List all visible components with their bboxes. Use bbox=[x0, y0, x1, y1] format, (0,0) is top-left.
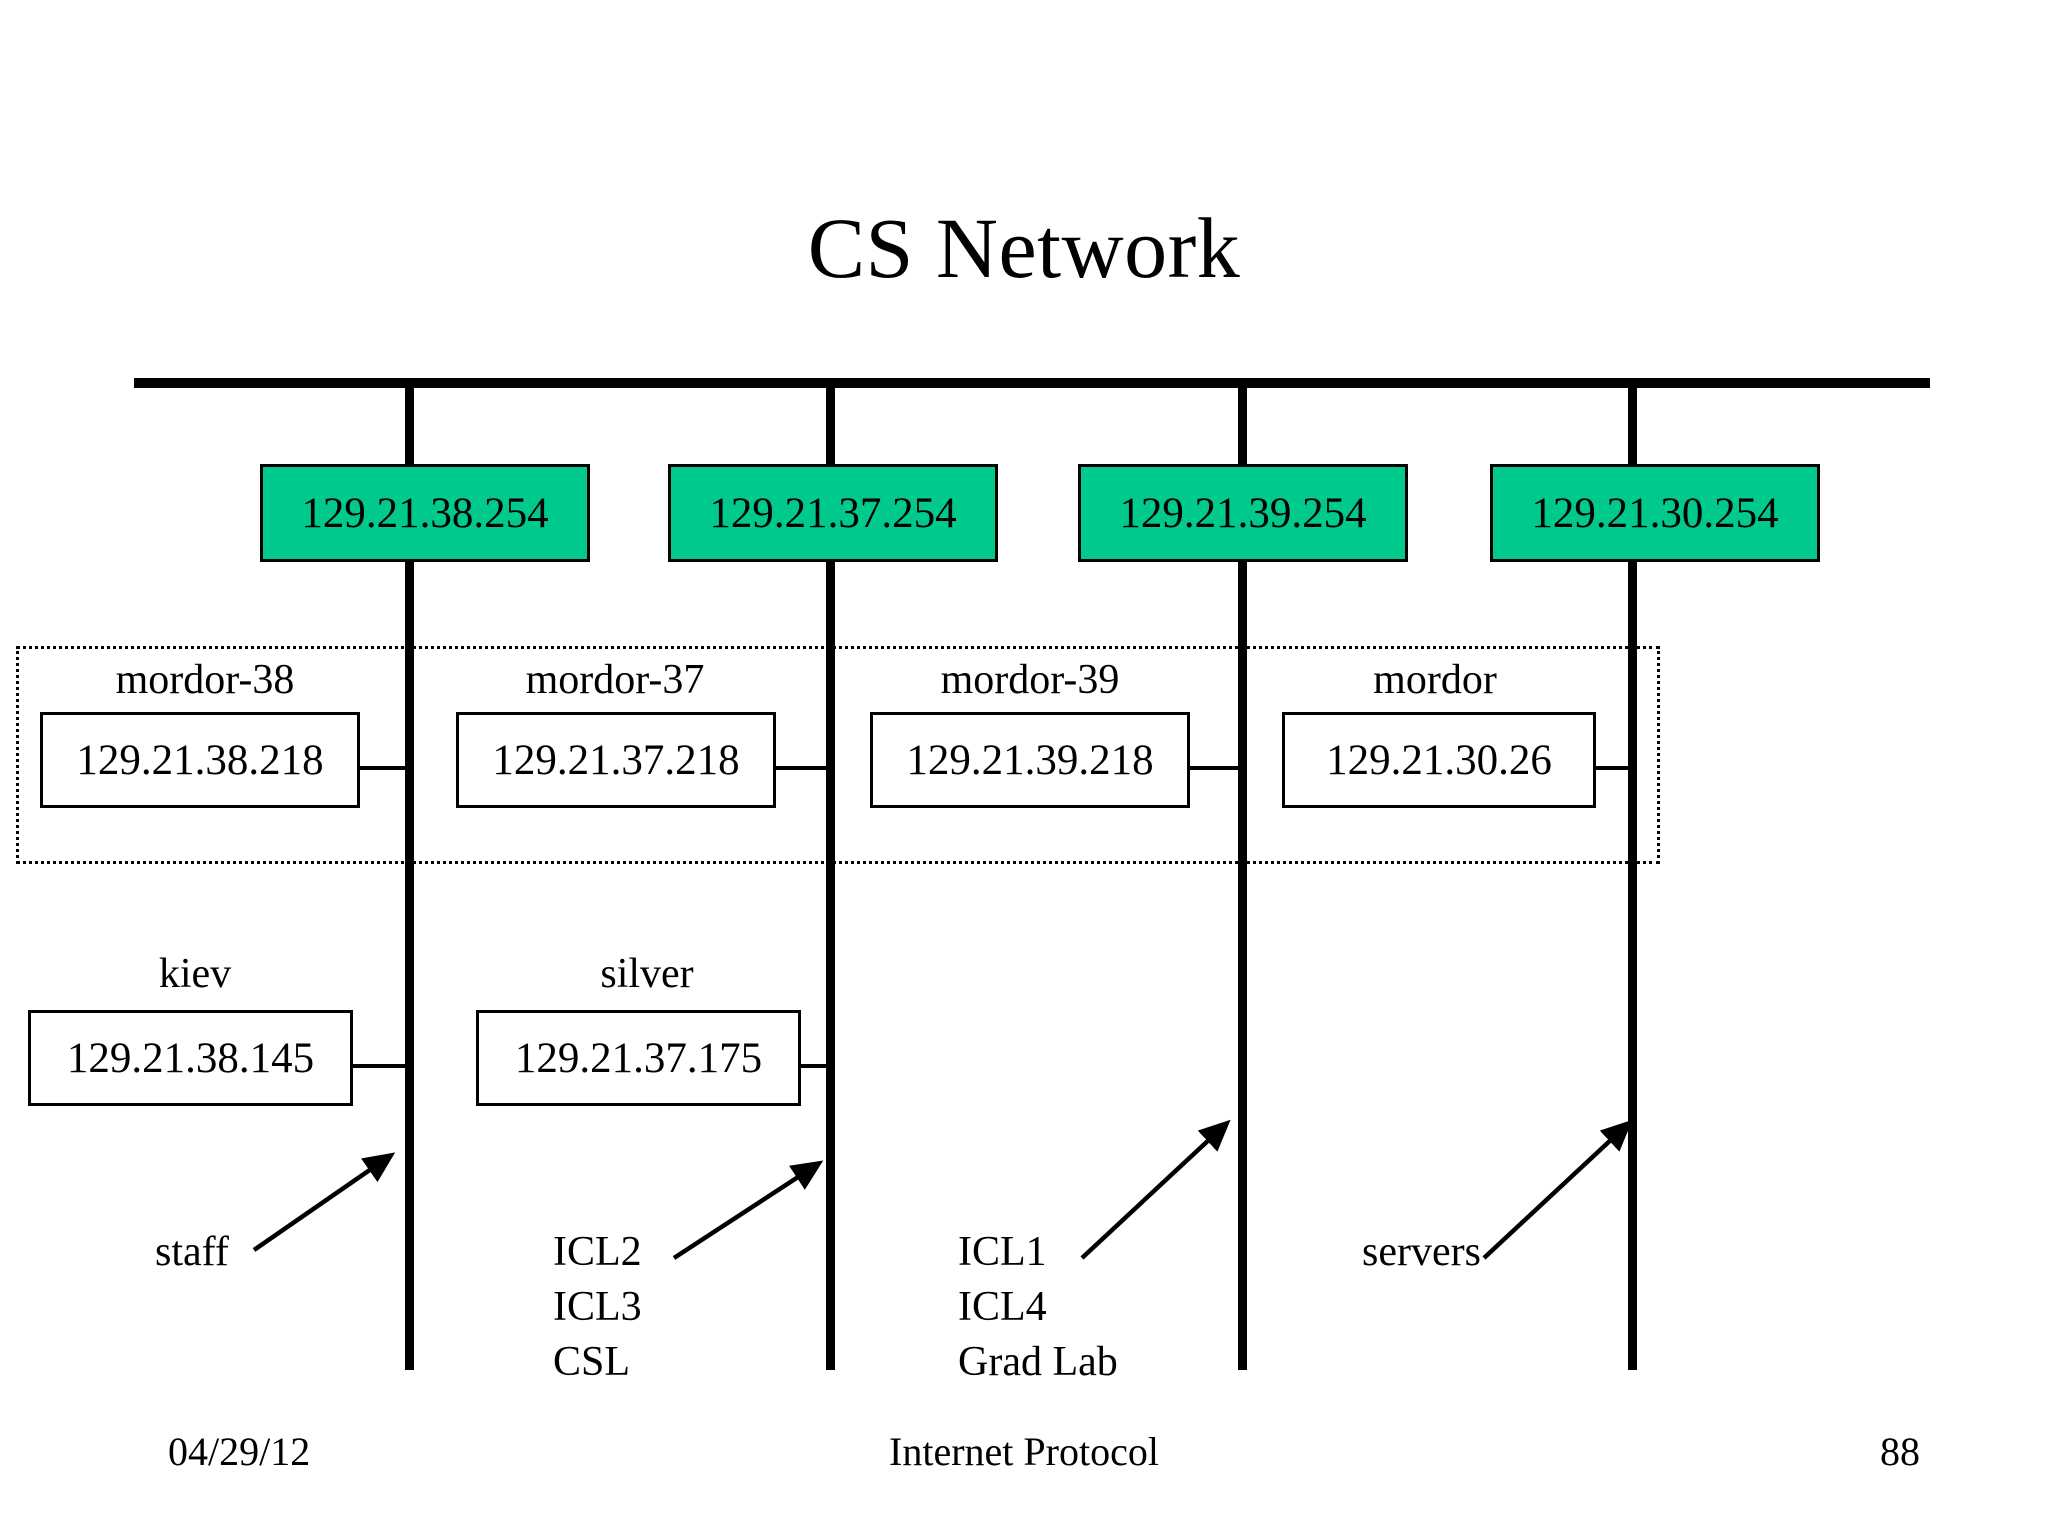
host-box-mordor-37[interactable]: 129.21.37.218 bbox=[456, 712, 776, 808]
arrow-staff bbox=[252, 1152, 396, 1252]
router-ip-label: 129.21.30.254 bbox=[1531, 489, 1779, 537]
subnet-trunk-39 bbox=[1238, 382, 1247, 1370]
annotation-line: ICL1 bbox=[958, 1229, 1047, 1275]
annotation-line: Grad Lab bbox=[958, 1339, 1118, 1385]
host-ip-label: 129.21.38.145 bbox=[66, 1034, 315, 1082]
link-mordor-39 bbox=[1190, 766, 1242, 770]
footer-page-number: 88 bbox=[1880, 1429, 1920, 1474]
link-silver bbox=[801, 1064, 829, 1068]
annotation-icl-left: ICL2 ICL3 CSL bbox=[553, 1225, 642, 1390]
annotation-line: ICL3 bbox=[553, 1284, 642, 1330]
router-ip-label: 129.21.37.254 bbox=[709, 489, 957, 537]
page-title: CS Network bbox=[807, 200, 1241, 296]
subnet-trunk-30 bbox=[1628, 382, 1637, 1370]
link-mordor-37 bbox=[776, 766, 830, 770]
router-ip-label: 129.21.39.254 bbox=[1119, 489, 1367, 537]
router-box-38[interactable]: 129.21.38.254 bbox=[260, 464, 590, 562]
arrow-icl-right bbox=[1080, 1119, 1231, 1260]
mordor-interface-group bbox=[16, 646, 1660, 864]
host-ip-label: 129.21.38.218 bbox=[76, 736, 324, 784]
link-mordor-38 bbox=[360, 766, 408, 770]
host-box-mordor-38[interactable]: 129.21.38.218 bbox=[40, 712, 360, 808]
footer-title: Internet Protocol bbox=[889, 1429, 1159, 1474]
annotation-line: CSL bbox=[553, 1339, 631, 1385]
host-ip-label: 129.21.30.26 bbox=[1326, 736, 1552, 784]
link-kiev bbox=[353, 1064, 407, 1068]
host-box-silver[interactable]: 129.21.37.175 bbox=[476, 1010, 801, 1106]
host-name-silver: silver bbox=[600, 951, 694, 997]
arrow-servers bbox=[1482, 1119, 1633, 1260]
annotation-icl-right: ICL1 ICL4 Grad Lab bbox=[958, 1225, 1118, 1390]
subnet-trunk-37 bbox=[826, 382, 835, 1370]
host-name-kiev: kiev bbox=[158, 951, 232, 997]
backbone-line bbox=[134, 378, 1930, 388]
annotation-line: servers bbox=[1362, 1229, 1481, 1275]
router-box-39[interactable]: 129.21.39.254 bbox=[1078, 464, 1408, 562]
router-box-30[interactable]: 129.21.30.254 bbox=[1490, 464, 1820, 562]
host-ip-label: 129.21.39.218 bbox=[906, 736, 1154, 784]
annotation-line: ICL2 bbox=[553, 1229, 642, 1275]
annotation-line: ICL4 bbox=[958, 1284, 1047, 1330]
annotation-servers: servers bbox=[1362, 1225, 1481, 1280]
host-name-mordor-38: mordor-38 bbox=[115, 657, 295, 703]
host-ip-label: 129.21.37.218 bbox=[492, 736, 740, 784]
host-box-kiev[interactable]: 129.21.38.145 bbox=[28, 1010, 353, 1106]
host-name-mordor-37: mordor-37 bbox=[525, 657, 705, 703]
arrow-icl-left bbox=[672, 1160, 824, 1260]
router-ip-label: 129.21.38.254 bbox=[301, 489, 549, 537]
host-box-mordor[interactable]: 129.21.30.26 bbox=[1282, 712, 1596, 808]
annotation-staff: staff bbox=[155, 1225, 229, 1280]
host-name-mordor-39: mordor-39 bbox=[940, 657, 1120, 703]
subnet-trunk-38 bbox=[405, 382, 414, 1370]
router-box-37[interactable]: 129.21.37.254 bbox=[668, 464, 998, 562]
host-box-mordor-39[interactable]: 129.21.39.218 bbox=[870, 712, 1190, 808]
host-name-mordor: mordor bbox=[1373, 657, 1497, 703]
link-mordor bbox=[1596, 766, 1632, 770]
annotation-line: staff bbox=[155, 1229, 229, 1275]
footer-date: 04/29/12 bbox=[168, 1429, 311, 1474]
host-ip-label: 129.21.37.175 bbox=[514, 1034, 763, 1082]
